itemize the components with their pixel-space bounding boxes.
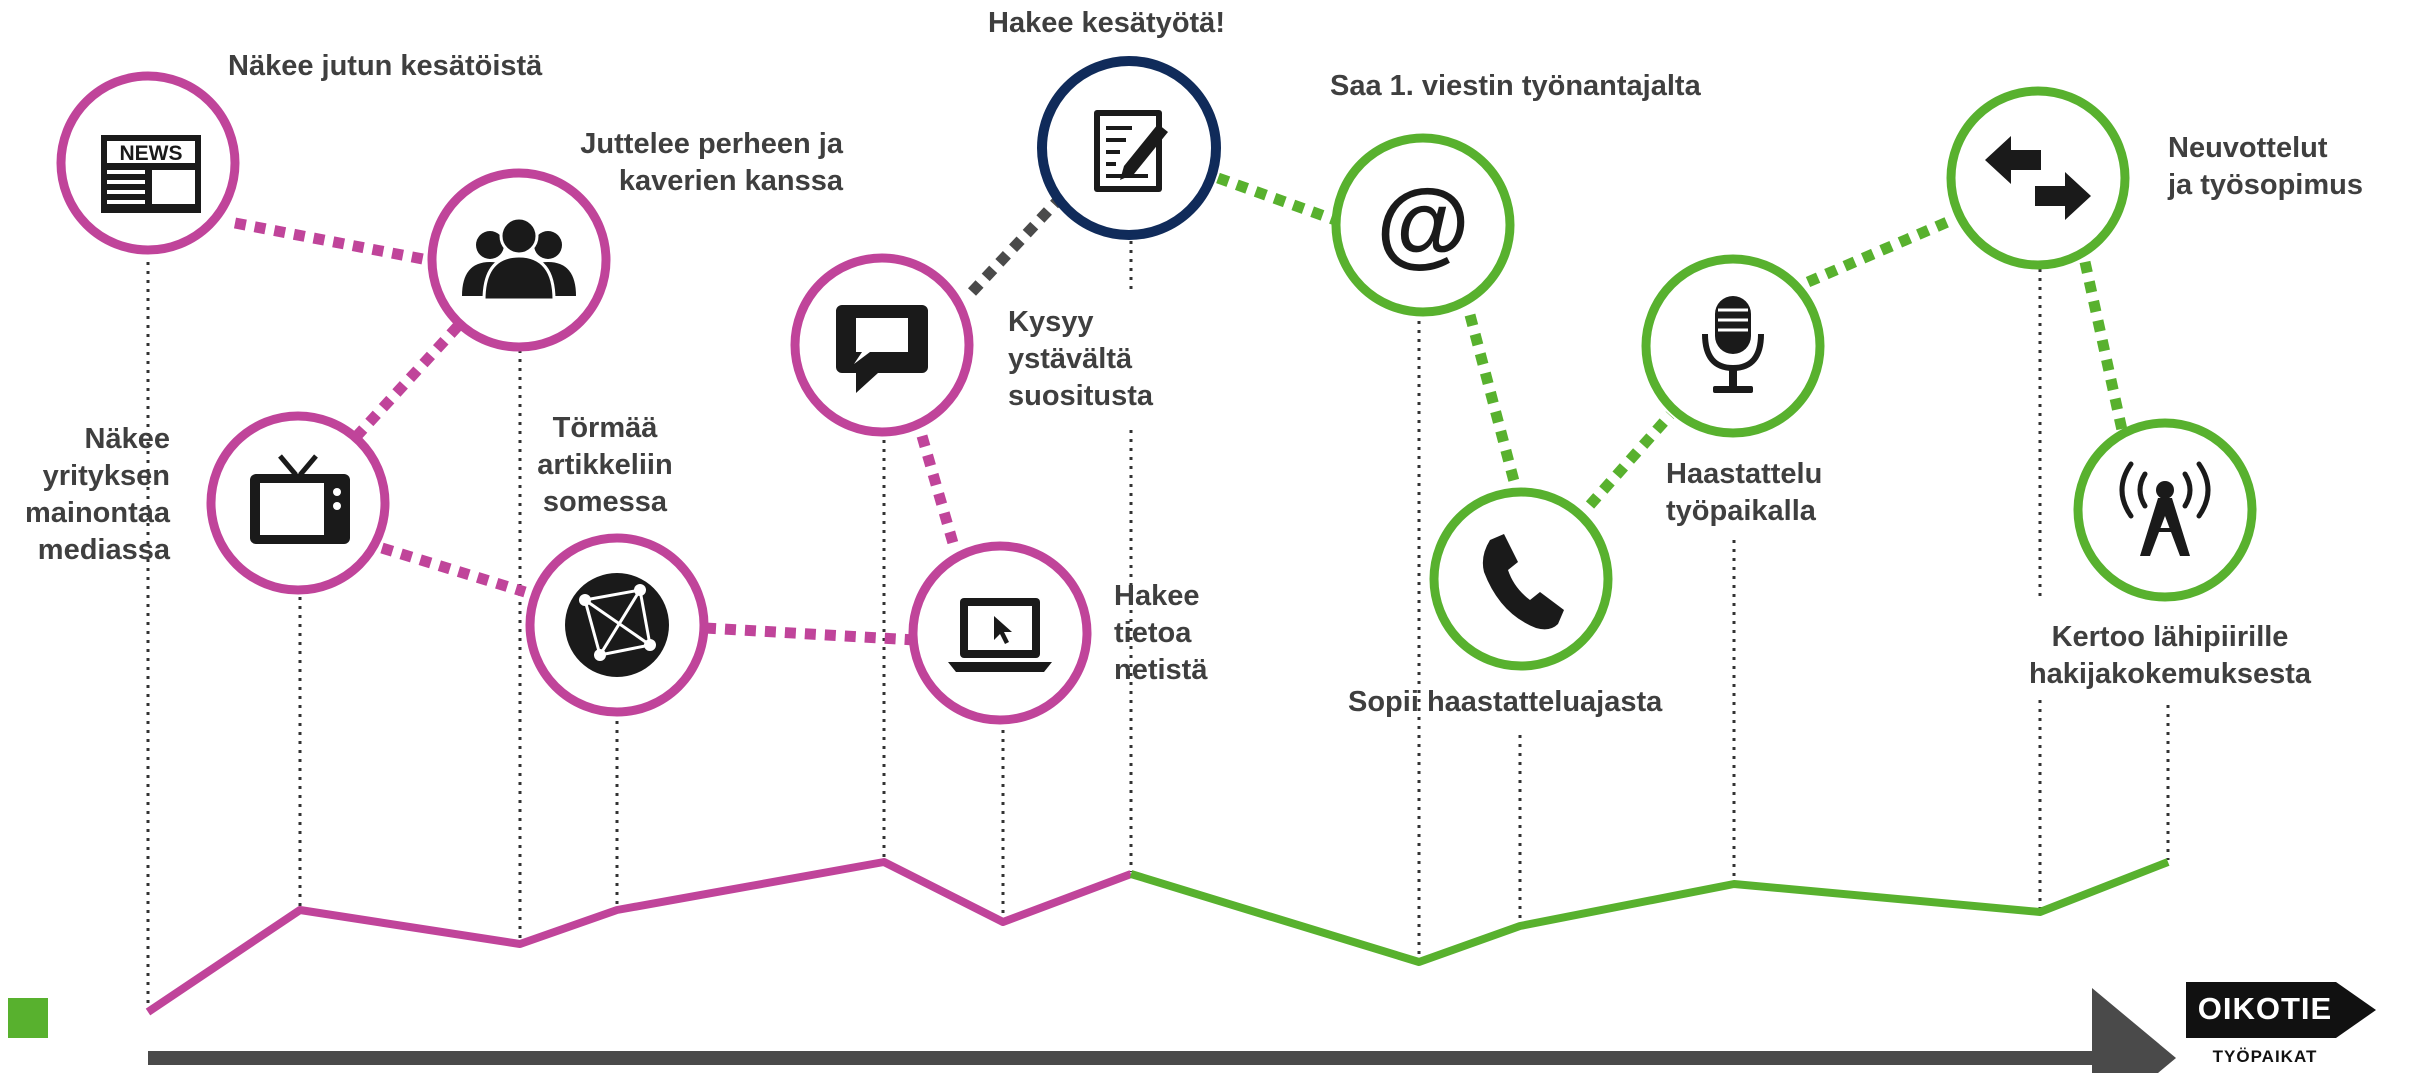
document-pen-icon	[1094, 110, 1168, 192]
label-sopii: Sopii haastatteluajasta	[1348, 686, 1663, 718]
label-tormaa: Törmää artikkeliin somessa	[537, 412, 673, 518]
label-nakee-jutun: Näkee jutun kesätöistä	[228, 50, 543, 82]
step-node-at: @	[1331, 133, 1515, 317]
step-node-newspaper: NEWS	[56, 71, 240, 255]
step-node-document	[1037, 56, 1221, 240]
step-node-antenna	[2073, 418, 2257, 602]
step-node-phone	[1429, 487, 1613, 671]
newspaper-icon: NEWS	[101, 135, 201, 213]
journey-line-purple	[145, 858, 1133, 1016]
step-node-microphone	[1641, 254, 1825, 438]
journey-line-green	[1129, 858, 2170, 966]
connectors	[233, 172, 2128, 646]
label-hakee-tietoa: Hakee tietoa netistä	[1114, 580, 1208, 686]
step-node-globe	[525, 533, 709, 717]
label-saa-viestin: Saa 1. viestin työnantajalta	[1330, 70, 1701, 102]
tv-icon	[250, 454, 350, 544]
label-kertoo: Kertoo lähipiirille hakijakokemuksesta	[2028, 621, 2312, 690]
guide-lines	[146, 232, 2170, 1010]
label-neuvottelut: Neuvottelut ja työsopimus	[2168, 132, 2363, 201]
step-node-tv	[206, 411, 390, 595]
label-haastattelu: Haastattelu työpaikalla	[1666, 458, 1823, 527]
laptop-cursor-icon	[948, 598, 1052, 672]
phone-icon	[1482, 534, 1564, 630]
exchange-arrows-icon	[1985, 136, 2091, 220]
step-node-exchange	[1946, 86, 2130, 270]
microphone-icon	[1702, 296, 1764, 393]
label-juttelee: Juttelee perheen ja kaverien kanssa	[580, 128, 843, 197]
corner-marker	[8, 998, 48, 1038]
step-node-laptop	[908, 541, 1092, 725]
brand-logo-name: OIKOTIE	[2197, 991, 2333, 1026]
label-hakee-kesatyota: Hakee kesätyötä!	[988, 7, 1225, 39]
newspaper-icon-text: NEWS	[120, 142, 183, 165]
step-node-people	[427, 168, 611, 352]
brand-logo-sub: TYÖPAIKAT	[2212, 1047, 2318, 1066]
chat-bubble-icon	[836, 305, 928, 393]
label-kysyy: Kysyy ystävältä suositusta	[1008, 306, 1154, 412]
globe-network-icon	[565, 573, 669, 677]
step-node-chat	[790, 253, 974, 437]
people-group-icon	[462, 216, 576, 302]
at-sign-icon: @	[1376, 170, 1470, 277]
label-nakee-mainontaa: Näkee yrityksen mainontaa mediassa	[24, 423, 170, 566]
broadcast-antenna-icon	[2119, 461, 2211, 556]
brand-logo-shape	[2186, 982, 2376, 1038]
